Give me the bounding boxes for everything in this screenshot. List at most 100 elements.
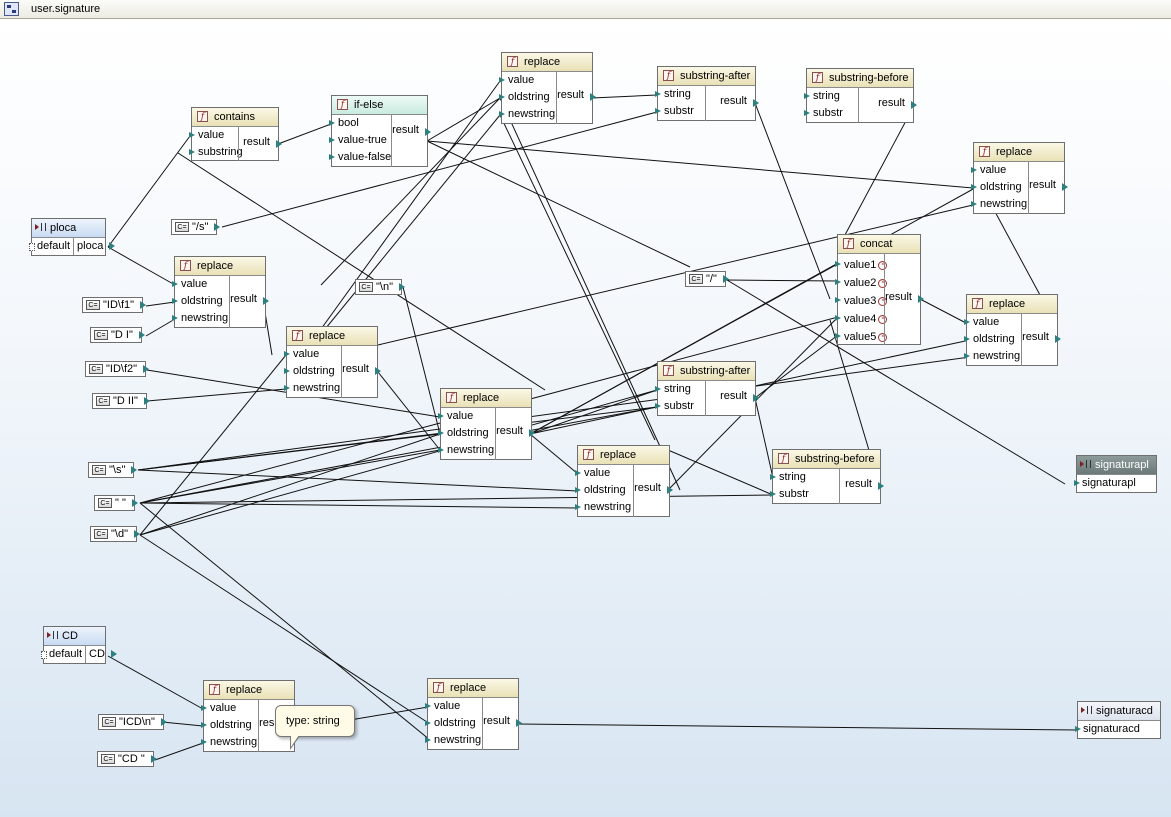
output-result[interactable]: result [230,293,257,305]
input-oldstring[interactable]: oldstring [171,293,228,310]
input-value-false[interactable]: value-false [328,149,391,166]
input-oldstring[interactable]: oldstring [437,425,494,442]
input-newstring[interactable]: newstring [963,348,1020,365]
source-port-ploca[interactable]: ploca [74,238,116,255]
output-port[interactable] [263,297,269,305]
input-value5[interactable]: value5 [844,331,877,343]
output-result[interactable]: result [1022,331,1049,343]
signaturapl-target[interactable]: signaturapl signaturapl [1074,455,1157,493]
input-value1[interactable]: value1 [844,259,877,271]
output-port[interactable] [878,482,884,490]
input-value[interactable]: value [963,314,1020,331]
input-substring[interactable]: substring [189,144,243,161]
cd-source[interactable]: CD default CD [40,626,117,664]
input-value[interactable]: value [171,276,228,293]
input-value4[interactable]: value4 [844,313,877,325]
input-newstring[interactable]: newstring [574,499,631,516]
input-newstring[interactable]: newstring [437,442,494,459]
constant-idf1[interactable]: C="ID\f1" [82,297,147,313]
input-string[interactable]: string [655,381,694,398]
remove-icon[interactable]: × [878,332,888,342]
mapping-icon[interactable] [4,2,19,16]
input-newstring[interactable]: newstring [424,732,481,749]
output-result[interactable]: result [392,124,419,136]
output-result[interactable]: result [483,715,510,727]
output-result[interactable]: result [557,89,584,101]
constant-space[interactable]: C=" " [94,495,138,511]
output-port[interactable] [516,719,522,727]
output-result[interactable]: result [720,95,747,107]
signaturacd-target[interactable]: signaturacd signaturacd [1075,701,1161,739]
output-result[interactable]: result [243,136,270,148]
input-newstring[interactable]: newstring [970,196,1027,213]
input-newstring[interactable]: newstring [200,734,257,751]
input-value3[interactable]: value3 [844,295,877,307]
constant-backslash-s[interactable]: C="\s" [88,462,138,478]
output-port[interactable] [753,394,759,402]
ploca-source[interactable]: ploca default ploca [28,218,116,256]
input-oldstring[interactable]: oldstring [574,482,631,499]
input-bool[interactable]: bool [328,115,391,132]
constant-s-slash[interactable]: C="/s" [171,219,221,235]
source-default[interactable]: default [40,646,87,663]
output-port[interactable] [276,140,282,148]
output-port[interactable] [1062,183,1068,191]
output-port[interactable] [425,128,431,136]
output-port[interactable] [911,101,917,109]
output-port[interactable] [753,99,759,107]
target-port-signaturapl[interactable]: signaturapl [1074,475,1156,492]
remove-icon[interactable]: × [878,278,888,288]
constant-backslash-d[interactable]: C="\d" [90,526,140,542]
input-value[interactable]: value [424,698,481,715]
input-newstring[interactable]: newstring [498,106,555,123]
input-oldstring[interactable]: oldstring [283,363,340,380]
input-value[interactable]: value [189,127,243,144]
constant-cd-space[interactable]: C="CD " [97,751,157,767]
remove-icon[interactable]: × [878,260,888,270]
output-port[interactable] [667,486,673,494]
input-newstring[interactable]: newstring [283,380,340,397]
constant-slash[interactable]: C="/" [685,271,729,287]
input-substr[interactable]: substr [770,486,809,503]
output-result[interactable]: result [1029,179,1056,191]
output-port[interactable] [1055,335,1061,343]
output-result[interactable]: result [634,482,661,494]
remove-icon[interactable]: × [878,314,888,324]
output-port[interactable] [529,429,535,437]
source-default[interactable]: default [28,238,75,255]
input-value[interactable]: value [437,408,494,425]
input-value[interactable]: value [200,700,257,717]
input-value[interactable]: value [498,72,555,89]
mapping-canvas[interactable] [0,19,1171,817]
target-port-signaturacd[interactable]: signaturacd [1075,721,1160,738]
input-string[interactable]: string [770,469,809,486]
output-result[interactable]: result [885,291,912,303]
input-oldstring[interactable]: oldstring [970,179,1027,196]
output-result[interactable]: result [845,478,872,490]
output-port[interactable] [590,93,596,101]
input-newstring[interactable]: newstring [171,310,228,327]
input-value2[interactable]: value2 [844,277,877,289]
output-result[interactable]: result [342,363,369,375]
constant-idf2[interactable]: C="ID\f2" [85,361,150,377]
remove-icon[interactable]: × [878,296,888,306]
input-string[interactable]: string [655,86,694,103]
input-substr[interactable]: substr [655,398,694,415]
input-value[interactable]: value [574,465,631,482]
output-result[interactable]: result [496,425,523,437]
